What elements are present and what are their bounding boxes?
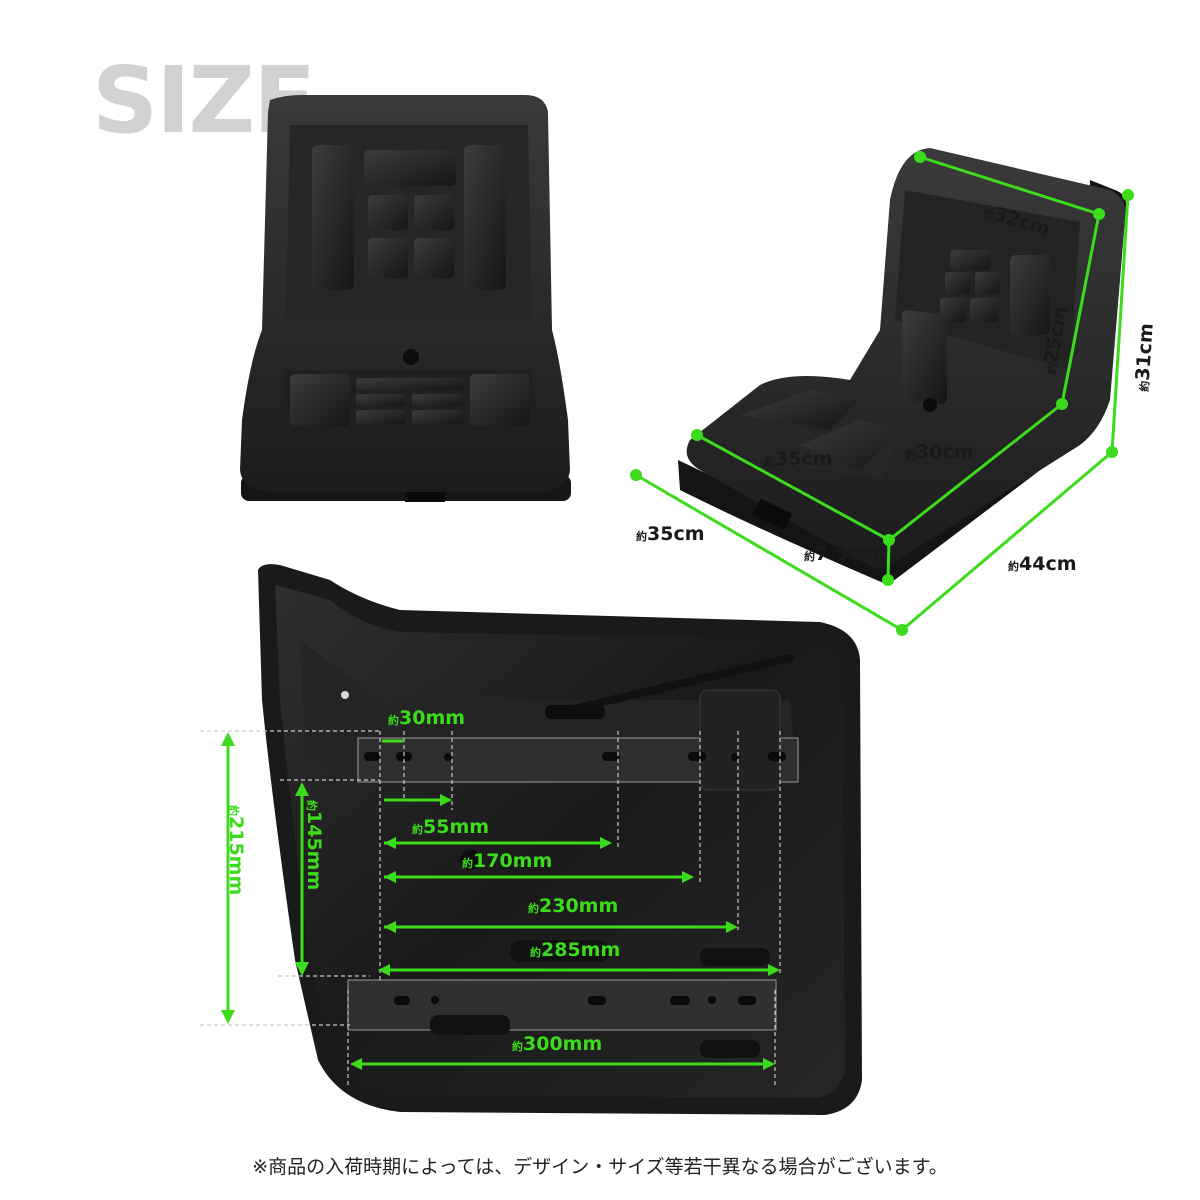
- label-total-height: 約31cm: [1131, 322, 1158, 392]
- label-55mm: 約55mm: [412, 816, 489, 838]
- seat-angled-view: [678, 148, 1127, 585]
- label-215mm: 約215mm: [225, 805, 247, 895]
- prefix: 約: [981, 205, 996, 222]
- label-30mm: 約30mm: [388, 707, 465, 729]
- label-base-depth: 約35cm: [636, 523, 705, 545]
- label-base-width: 約44cm: [1008, 553, 1077, 575]
- label-seat-depth: 約35cm: [764, 448, 833, 470]
- label-thickness: 約7.5cm: [804, 543, 880, 565]
- label-300mm: 約300mm: [512, 1033, 602, 1055]
- seat-front-view: [240, 95, 571, 502]
- bracket-guide-lines: [200, 730, 781, 1085]
- label-230mm: 約230mm: [528, 895, 618, 917]
- bracket-holes: [364, 752, 786, 1005]
- disclaimer-note: ※商品の入荷時期によっては、デザイン・サイズ等若干異なる場合がございます。: [252, 1156, 948, 1178]
- label-145mm: 約145mm: [303, 800, 325, 890]
- bracket-arrows: [221, 732, 780, 1070]
- label-seat-width: 約30cm: [905, 441, 974, 463]
- label-285mm: 約285mm: [530, 939, 620, 961]
- seat-measure-lines: [635, 155, 1130, 632]
- seat-measure-dots: [630, 151, 1134, 636]
- label-170mm: 約170mm: [462, 850, 552, 872]
